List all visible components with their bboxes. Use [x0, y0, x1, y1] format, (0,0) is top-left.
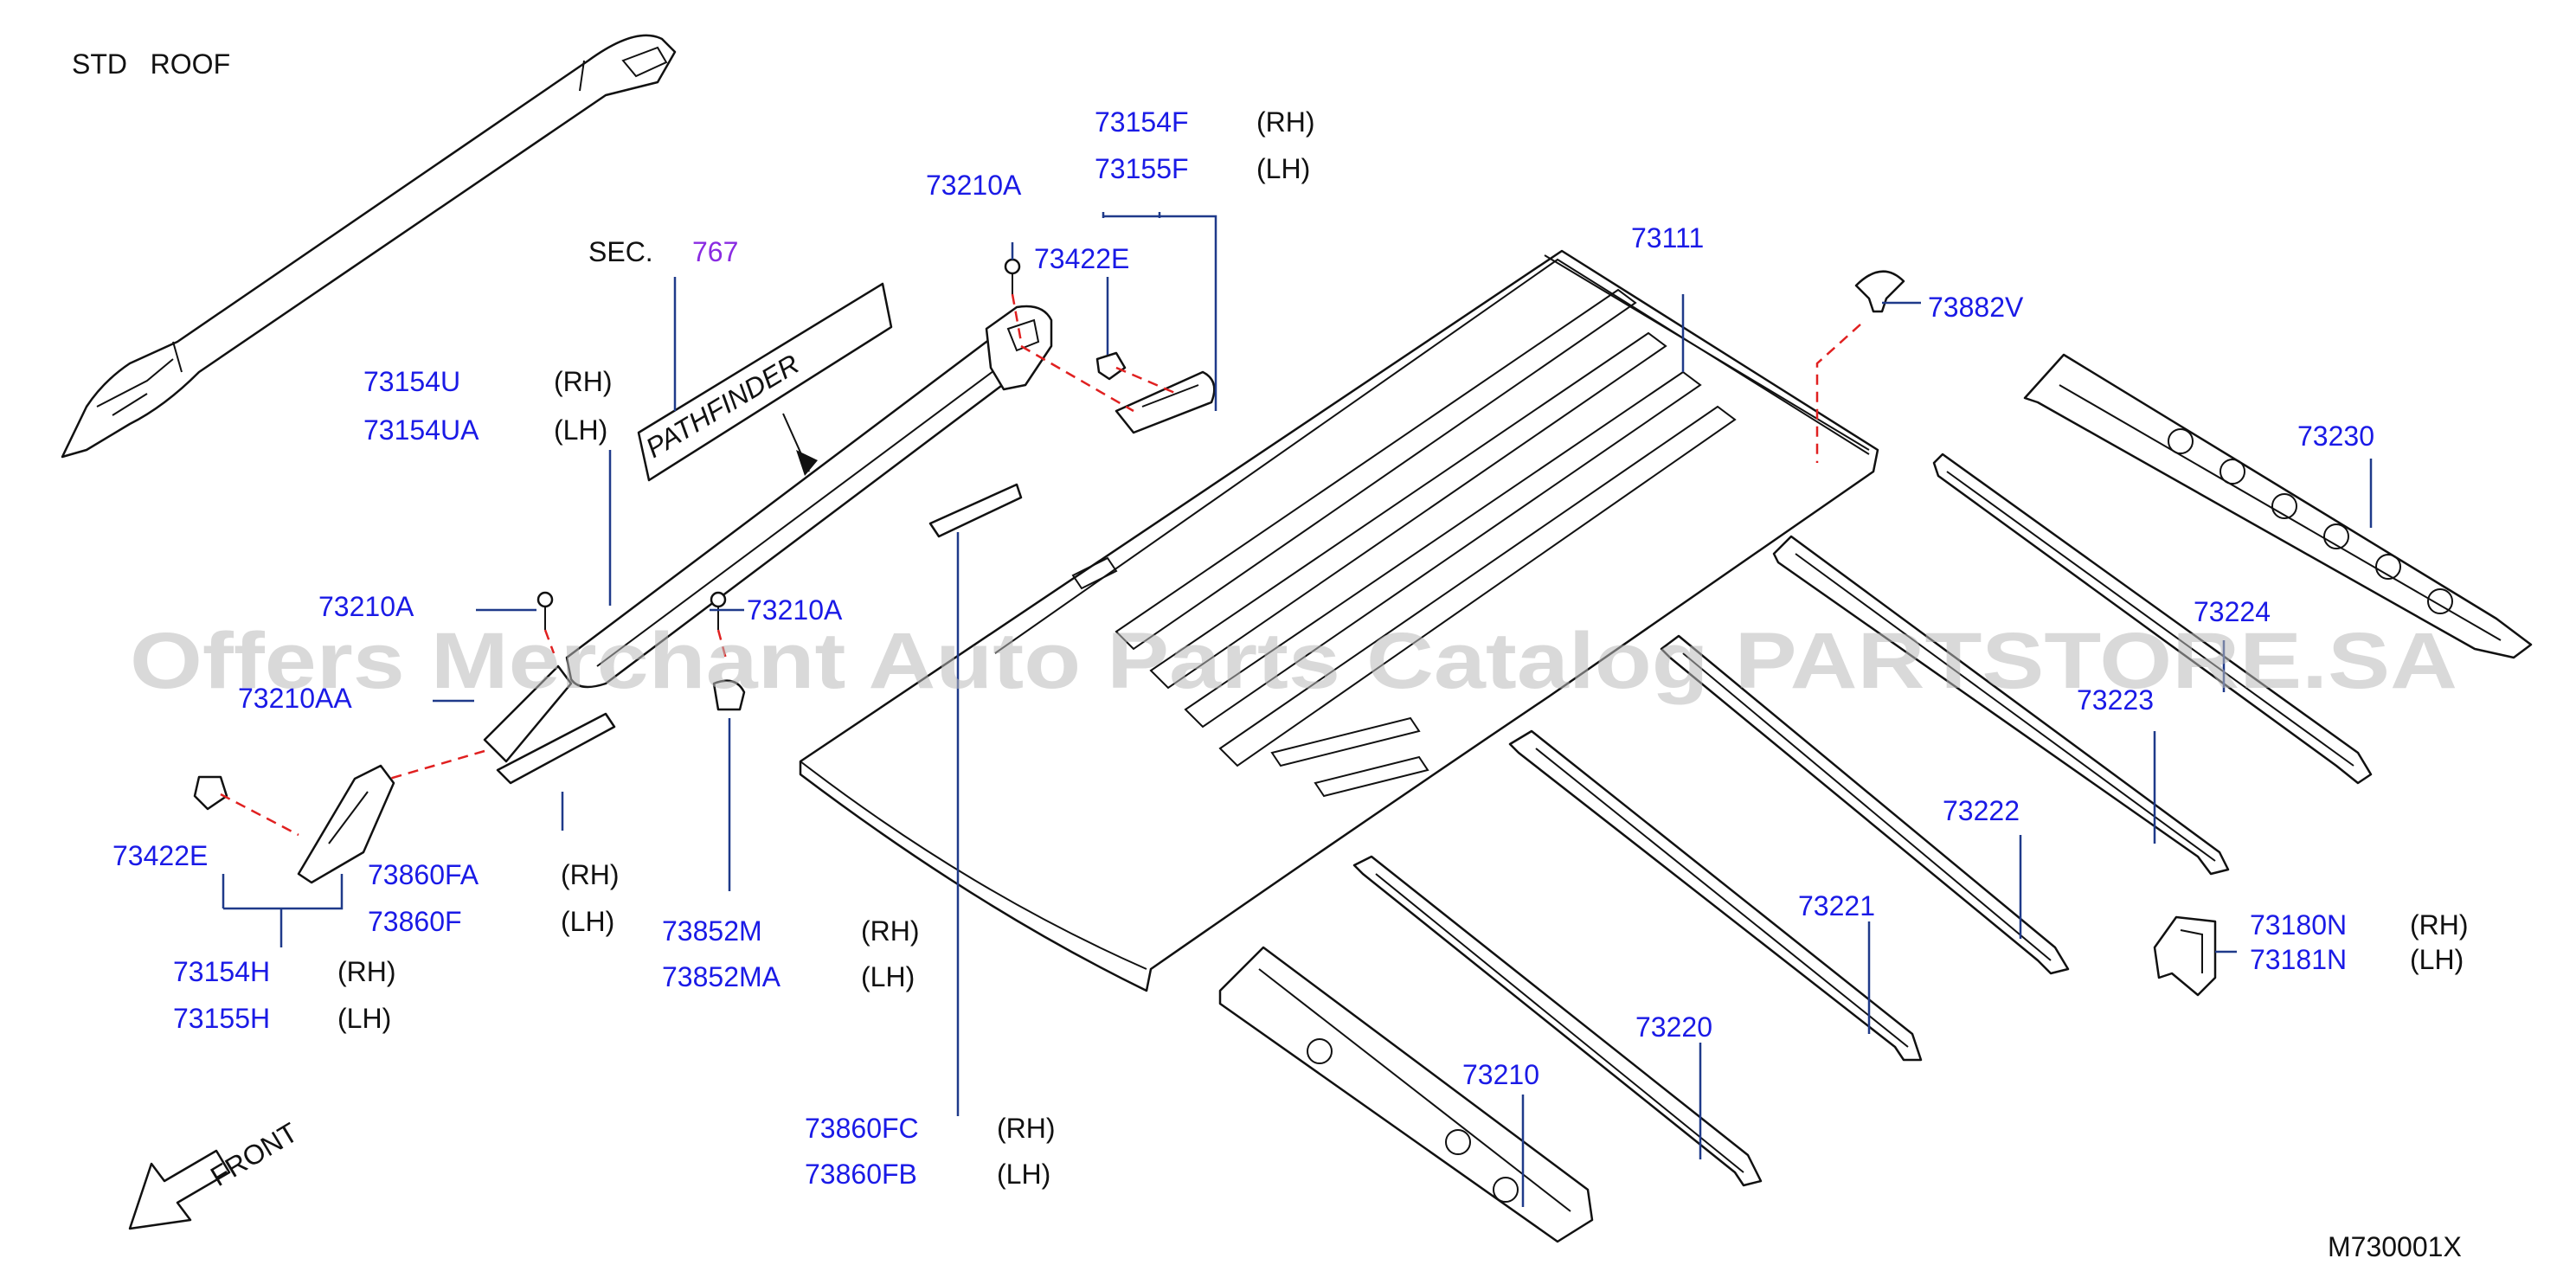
front-direction-label: FRONT [205, 1116, 303, 1192]
section-prefix: SEC. [588, 236, 653, 267]
callout-number[interactable]: 73154U [363, 366, 460, 397]
front-arrow-icon [128, 1149, 231, 1230]
callout-number[interactable]: 73181N [2250, 944, 2347, 975]
callout-side: (LH) [561, 906, 614, 937]
fastener-parts [193, 258, 1905, 811]
callout-number[interactable]: 73882V [1928, 292, 2024, 323]
callout-number[interactable]: 73224 [2194, 596, 2271, 627]
callout-number[interactable]: 73221 [1798, 890, 1875, 921]
callout-number[interactable]: 73422E [1034, 243, 1129, 274]
callout-number[interactable]: 73210A [926, 170, 1022, 201]
callout-number[interactable]: 73860FA [368, 859, 479, 890]
roof-rail-long-part [61, 34, 677, 459]
watermark-text: Offers Merchant Auto Parts Catalog PARTS… [130, 617, 2457, 705]
callout-number[interactable]: 73852M [662, 915, 762, 947]
callout-number[interactable]: 73155H [173, 1003, 270, 1034]
callout-side: (LH) [2410, 944, 2464, 975]
callout-number[interactable]: 73210 [1462, 1059, 1539, 1090]
callout-side: (LH) [337, 1003, 391, 1034]
roof-bow-73221-part [1508, 729, 1923, 1062]
callout-number[interactable]: 73230 [2297, 421, 2374, 452]
callout-side: (LH) [997, 1159, 1050, 1190]
callout-number[interactable]: 73210A [747, 594, 843, 626]
leader-lines [220, 212, 2373, 1207]
callout-number[interactable]: 73154H [173, 956, 270, 987]
callout-side: (RH) [2410, 909, 2469, 941]
badge-text: PATHFINDER [640, 348, 805, 464]
callout-side: (LH) [1256, 153, 1310, 184]
roof-bow-73230-part [2023, 353, 2533, 659]
roof-bow-73210-part [1218, 946, 1594, 1243]
callout-number[interactable]: 73154UA [363, 414, 479, 446]
callout-number[interactable]: 73222 [1943, 795, 2020, 826]
callout-number[interactable]: 73111 [1631, 222, 1704, 254]
roof-bow-73223-part [1772, 535, 2230, 876]
roof-panel-part [799, 249, 1879, 992]
callout-side: (LH) [554, 414, 607, 446]
section-number-link[interactable]: 767 [692, 236, 738, 267]
callout-side: (LH) [861, 961, 915, 992]
callout-number[interactable]: 73210AA [238, 683, 352, 714]
callout-number[interactable]: 73860FB [805, 1159, 917, 1190]
roof-bow-73222-part [1660, 634, 2070, 975]
callout-number[interactable]: 73220 [1635, 1011, 1712, 1043]
roof-bracket-73180N-part [2153, 915, 2217, 997]
callout-side: (RH) [997, 1113, 1056, 1144]
callout-number[interactable]: 73422E [112, 840, 208, 871]
callout-side: (RH) [1256, 106, 1315, 138]
diagram-code: M730001X [2328, 1231, 2462, 1262]
roof-bow-73224-part [1932, 453, 2373, 785]
roof-rail-assembly-part [565, 305, 1053, 689]
callout-number[interactable]: 73210A [318, 591, 414, 622]
callout-number[interactable]: 73154F [1095, 106, 1189, 138]
callout-number[interactable]: 73852MA [662, 961, 781, 992]
roof-bow-73220-part [1352, 855, 1763, 1187]
callout-number[interactable]: 73860FC [805, 1113, 919, 1144]
callout-side: (RH) [561, 859, 620, 890]
front-bracket-part [297, 370, 1216, 884]
callout-number[interactable]: 73180N [2250, 909, 2347, 941]
callout-number[interactable]: 73223 [2077, 684, 2154, 716]
callout-number[interactable]: 73155F [1095, 153, 1189, 184]
callout-side: (RH) [337, 956, 396, 987]
callout-side: (RH) [861, 915, 920, 947]
callout-number[interactable]: 73860F [368, 906, 462, 937]
diagram-title: STD ROOF [72, 48, 230, 80]
callout-side: (RH) [554, 366, 613, 397]
